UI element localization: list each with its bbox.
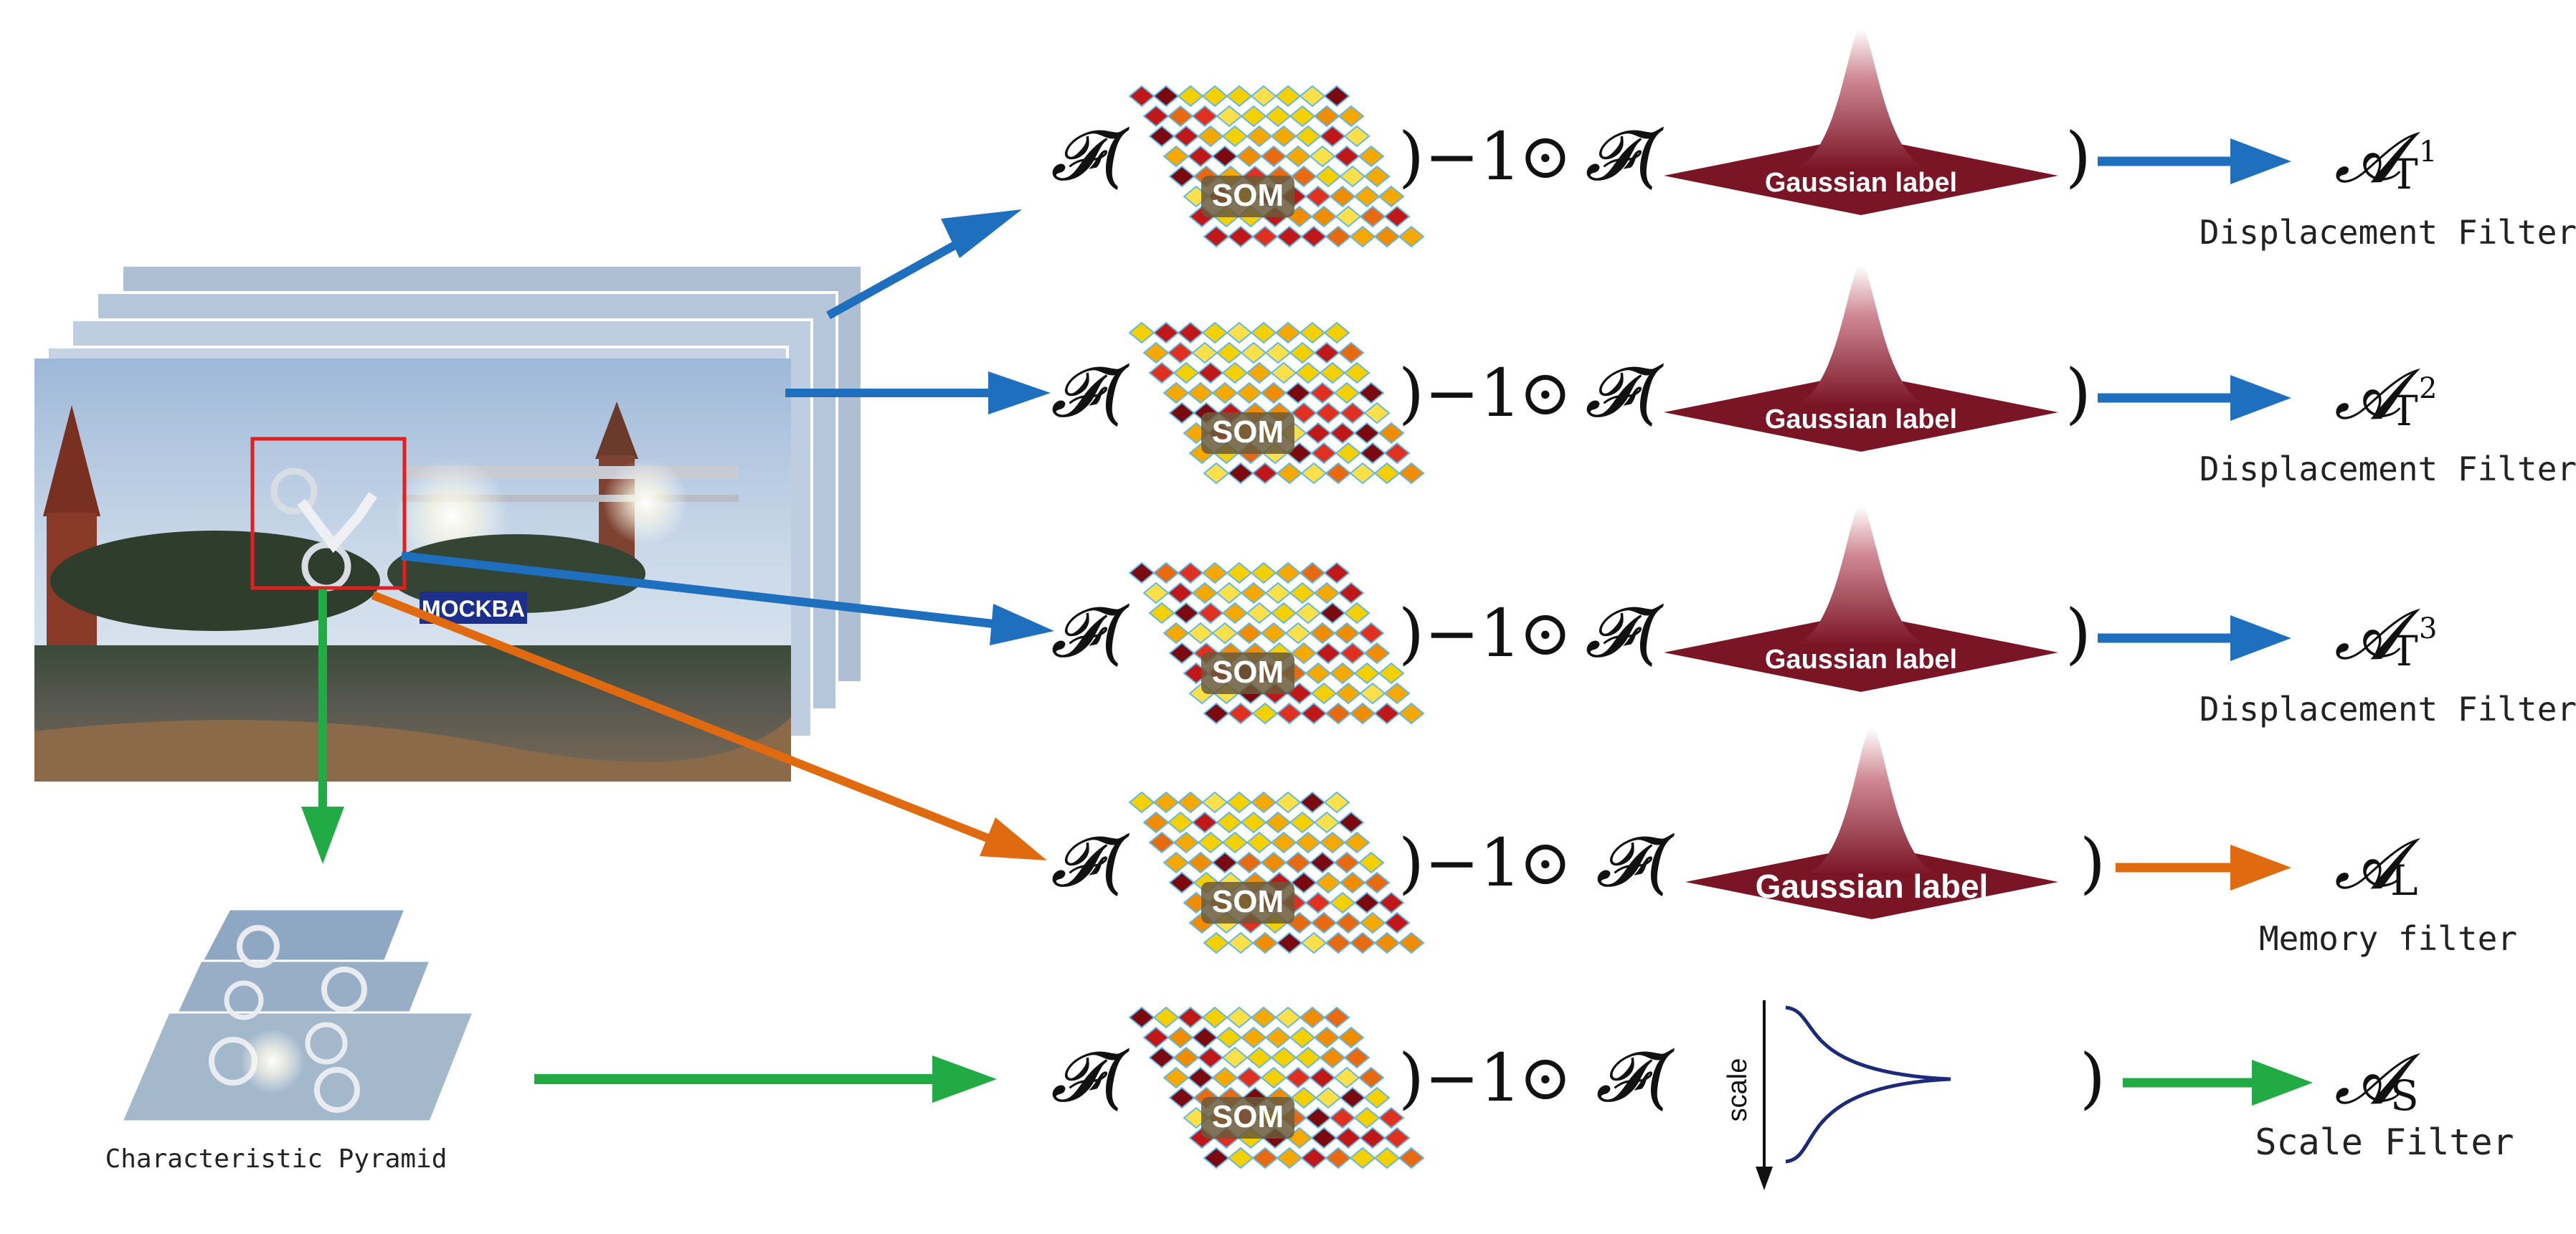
som-label: SOM	[1212, 178, 1284, 213]
inverse-close: )−1	[1398, 118, 1522, 195]
fourier-open: 𝓕(	[1051, 115, 1130, 196]
gaussian-label-text: Gaussian label	[1756, 868, 1989, 905]
fourier-open-label: 𝓕(	[1585, 352, 1665, 432]
hadamard-product: ⊙	[1519, 356, 1572, 429]
hadamard-product: ⊙	[1519, 119, 1572, 193]
fourier-open: 𝓕(	[1051, 822, 1130, 902]
hadamard-product: ⊙	[1519, 825, 1572, 899]
close-paren: )	[2080, 825, 2106, 901]
som-badge	[1201, 652, 1294, 694]
arrow-to-row-t1	[826, 209, 1022, 320]
pyramid-rider-scales	[209, 925, 367, 1113]
output-arrowhead	[2252, 1060, 2313, 1106]
som-label: SOM	[1212, 884, 1284, 919]
gaussian-base	[1664, 613, 2058, 692]
gaussian-peak	[1793, 29, 1929, 169]
filter-caption: Displacement Filter	[2199, 213, 2576, 252]
fourier-open: 𝓕(	[1051, 352, 1130, 432]
output-arrowhead	[2230, 615, 2291, 661]
fourier-open-label: 𝓕(	[1596, 1037, 1675, 1117]
arrow-to-row-t3	[401, 551, 1054, 645]
gaussian-label-text: Gaussian label	[1765, 168, 1957, 198]
filter-caption: Displacement Filter	[2199, 690, 2576, 728]
arrow-to-pyramid	[301, 589, 344, 864]
filter-caption: Displacement Filter	[2199, 450, 2576, 488]
gaussian-peak	[1804, 728, 1940, 875]
gaussian-base	[1664, 136, 2058, 215]
output-arrowhead	[2230, 845, 2291, 891]
close-paren: )	[2065, 595, 2091, 672]
som-grid	[1128, 561, 1425, 725]
som-label: SOM	[1212, 655, 1284, 690]
video-frame-stack: MOCKBA	[34, 264, 863, 782]
output-subscript: S	[2390, 1071, 2419, 1120]
som-badge	[1201, 1097, 1294, 1139]
gaussian-base	[1685, 845, 2058, 919]
input-arrows	[301, 209, 1054, 1103]
scale-axis-label: scale	[1723, 1058, 1753, 1122]
inverse-close: )−1	[1398, 825, 1522, 901]
output-superscript: 1	[2419, 136, 2437, 169]
som-grid	[1128, 1006, 1425, 1169]
arrow-to-row-t2	[785, 371, 1051, 414]
som-badge	[1201, 882, 1294, 924]
gaussian-base	[1664, 373, 2058, 452]
fourier-open-label: 𝓕(	[1596, 822, 1675, 902]
gaussian-peak	[1793, 506, 1929, 645]
som-label: SOM	[1212, 414, 1284, 450]
hadamard-product: ⊙	[1519, 596, 1572, 670]
som-badge	[1201, 412, 1294, 454]
filter-caption: Memory filter	[2259, 919, 2517, 958]
gaussian-peak	[1793, 265, 1929, 405]
gaussian-label-text: Gaussian label	[1765, 404, 1957, 435]
output-subscript: T	[2390, 150, 2418, 199]
som-grid	[1128, 791, 1425, 954]
arrow-to-row-s	[534, 1055, 997, 1103]
fourier-open-label: 𝓕(	[1585, 115, 1665, 196]
fourier-open: 𝓕(	[1051, 1037, 1130, 1117]
inverse-close: )−1	[1398, 595, 1522, 672]
close-paren: )	[2080, 1040, 2106, 1116]
output-superscript: 3	[2419, 612, 2437, 645]
arrow-to-row-l	[371, 591, 1047, 860]
output-arrowhead	[2230, 138, 2291, 184]
rider-silhouette	[270, 468, 377, 592]
close-paren: )	[2065, 118, 2091, 195]
output-superscript: 2	[2419, 372, 2437, 405]
pyramid-caption: Characteristic Pyramid	[105, 1144, 448, 1174]
som-label: SOM	[1212, 1099, 1284, 1134]
output-arrowhead	[2230, 375, 2291, 421]
scale-axis-arrowhead	[1756, 1167, 1773, 1190]
scale-gaussian-curve	[1785, 1005, 1951, 1164]
fourier-open: 𝓕(	[1051, 592, 1130, 673]
output-subscript: T	[2390, 386, 2418, 435]
som-badge	[1201, 176, 1294, 217]
gaussian-label-text: Gaussian label	[1765, 645, 1957, 675]
inverse-close: )−1	[1398, 1040, 1522, 1116]
output-subscript: L	[2390, 856, 2418, 905]
som-grid	[1128, 85, 1425, 248]
target-bounding-box	[250, 437, 407, 590]
som-grid	[1128, 321, 1425, 485]
output-subscript: T	[2390, 627, 2418, 675]
close-paren: )	[2065, 355, 2091, 432]
hadamard-product: ⊙	[1519, 1040, 1572, 1114]
inverse-close: )−1	[1398, 355, 1522, 432]
fourier-open-label: 𝓕(	[1585, 592, 1665, 673]
characteristic-pyramid: Characteristic Pyramid	[105, 908, 475, 1174]
filter-caption: Scale Filter	[2255, 1121, 2514, 1163]
